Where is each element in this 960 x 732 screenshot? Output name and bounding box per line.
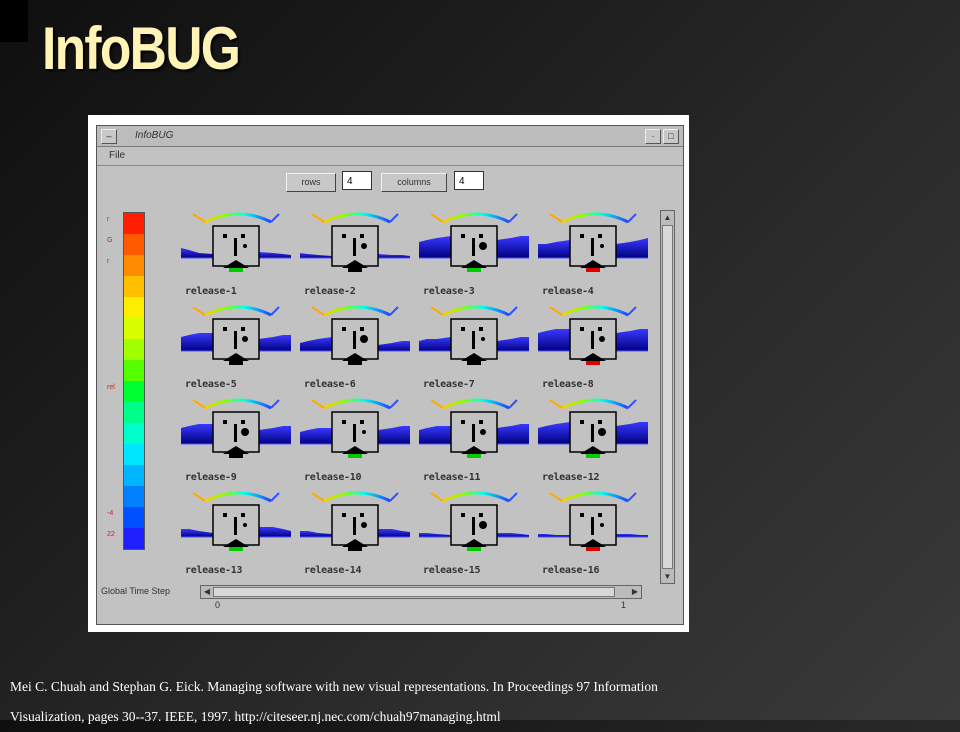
bug-label: release-4 xyxy=(542,286,594,297)
bug-label: release-2 xyxy=(304,286,356,297)
scroll-down-icon[interactable]: ▼ xyxy=(663,572,672,581)
bug-label: release-6 xyxy=(304,379,356,390)
legend-swatch xyxy=(124,444,144,465)
window-title: InfoBUG xyxy=(135,130,174,141)
legend-swatch xyxy=(124,297,144,318)
legend-label: 22 xyxy=(107,531,115,538)
minimize-icon[interactable]: · xyxy=(645,129,661,144)
legend-swatch xyxy=(124,339,144,360)
legend-swatch xyxy=(124,507,144,528)
bug-label: release-1 xyxy=(185,286,237,297)
legend-label: G xyxy=(107,237,113,244)
legend-swatch xyxy=(124,486,144,507)
bug-glyph[interactable]: release-11 xyxy=(417,396,531,488)
menu-file[interactable]: File xyxy=(109,150,126,161)
time-step-slider[interactable]: ◀ ▶ xyxy=(200,585,642,599)
legend-label: r xyxy=(107,216,110,223)
legend-swatch xyxy=(124,318,144,339)
legend-swatch xyxy=(124,402,144,423)
bug-glyph[interactable]: release-10 xyxy=(298,396,412,488)
legend-swatch xyxy=(124,255,144,276)
bug-label: release-13 xyxy=(185,565,243,576)
bug-glyph[interactable]: release-13 xyxy=(179,489,293,581)
window-titlebar[interactable]: – InfoBUG · □ xyxy=(97,126,683,147)
bug-label: release-10 xyxy=(304,472,362,483)
legend-swatch xyxy=(124,276,144,297)
bug-glyph[interactable]: release-8 xyxy=(536,303,650,395)
time-step-label: Global Time Step xyxy=(101,586,171,596)
bug-label: release-15 xyxy=(423,565,481,576)
vertical-scroll-thumb[interactable] xyxy=(662,225,673,569)
bug-glyph[interactable]: release-2 xyxy=(298,210,412,302)
bug-glyph[interactable]: release-3 xyxy=(417,210,531,302)
bug-glyph[interactable]: release-1 xyxy=(179,210,293,302)
columns-button[interactable]: columns xyxy=(381,173,447,192)
bug-glyph[interactable]: release-16 xyxy=(536,489,650,581)
legend-swatch xyxy=(124,381,144,402)
bug-label: release-11 xyxy=(423,472,481,483)
slide-title: InfoBUG xyxy=(42,15,241,82)
legend-label: r xyxy=(107,258,110,265)
legend-label: rel xyxy=(107,384,115,391)
rows-button[interactable]: rows xyxy=(286,173,336,192)
legend-swatch xyxy=(124,234,144,255)
citation-line-2: Visualization, pages 30--37. IEEE, 1997.… xyxy=(10,709,501,724)
citation-line-1: Mei C. Chuah and Stephan G. Eick. Managi… xyxy=(10,679,658,694)
bug-label: release-16 xyxy=(542,565,600,576)
corner-block xyxy=(0,0,28,42)
bug-label: release-12 xyxy=(542,472,600,483)
bug-label: release-7 xyxy=(423,379,475,390)
menu-bar: File xyxy=(97,147,683,166)
citation: Mei C. Chuah and Stephan G. Eick. Managi… xyxy=(10,672,930,732)
legend-swatch xyxy=(124,465,144,486)
bug-glyph[interactable]: release-6 xyxy=(298,303,412,395)
legend-label: -4 xyxy=(107,510,114,517)
bug-glyph[interactable]: release-14 xyxy=(298,489,412,581)
legend-swatch xyxy=(124,423,144,444)
scroll-right-icon[interactable]: ▶ xyxy=(631,587,639,596)
color-legend xyxy=(123,212,145,550)
window-menu-icon[interactable]: – xyxy=(101,129,117,144)
scroll-left-icon[interactable]: ◀ xyxy=(203,587,211,596)
tick-end: 1 xyxy=(621,600,627,610)
bug-glyph[interactable]: release-12 xyxy=(536,396,650,488)
bug-label: release-9 xyxy=(185,472,237,483)
columns-field[interactable]: 4 xyxy=(454,171,484,190)
tick-start: 0 xyxy=(215,600,221,610)
scroll-up-icon[interactable]: ▲ xyxy=(663,213,672,222)
bug-label: release-8 xyxy=(542,379,594,390)
bug-label: release-3 xyxy=(423,286,475,297)
legend-swatch xyxy=(124,528,144,549)
bug-glyph[interactable]: release-5 xyxy=(179,303,293,395)
time-step-thumb[interactable] xyxy=(213,587,615,597)
bug-glyph[interactable]: release-15 xyxy=(417,489,531,581)
bug-glyph[interactable]: release-7 xyxy=(417,303,531,395)
maximize-icon[interactable]: □ xyxy=(663,129,679,144)
bug-glyph[interactable]: release-4 xyxy=(536,210,650,302)
legend-swatch xyxy=(124,213,144,234)
bug-label: release-14 xyxy=(304,565,362,576)
legend-swatch xyxy=(124,360,144,381)
rows-field[interactable]: 4 xyxy=(342,171,372,190)
bug-glyph[interactable]: release-9 xyxy=(179,396,293,488)
bug-label: release-5 xyxy=(185,379,237,390)
vertical-scrollbar[interactable]: ▲ ▼ xyxy=(660,210,675,584)
